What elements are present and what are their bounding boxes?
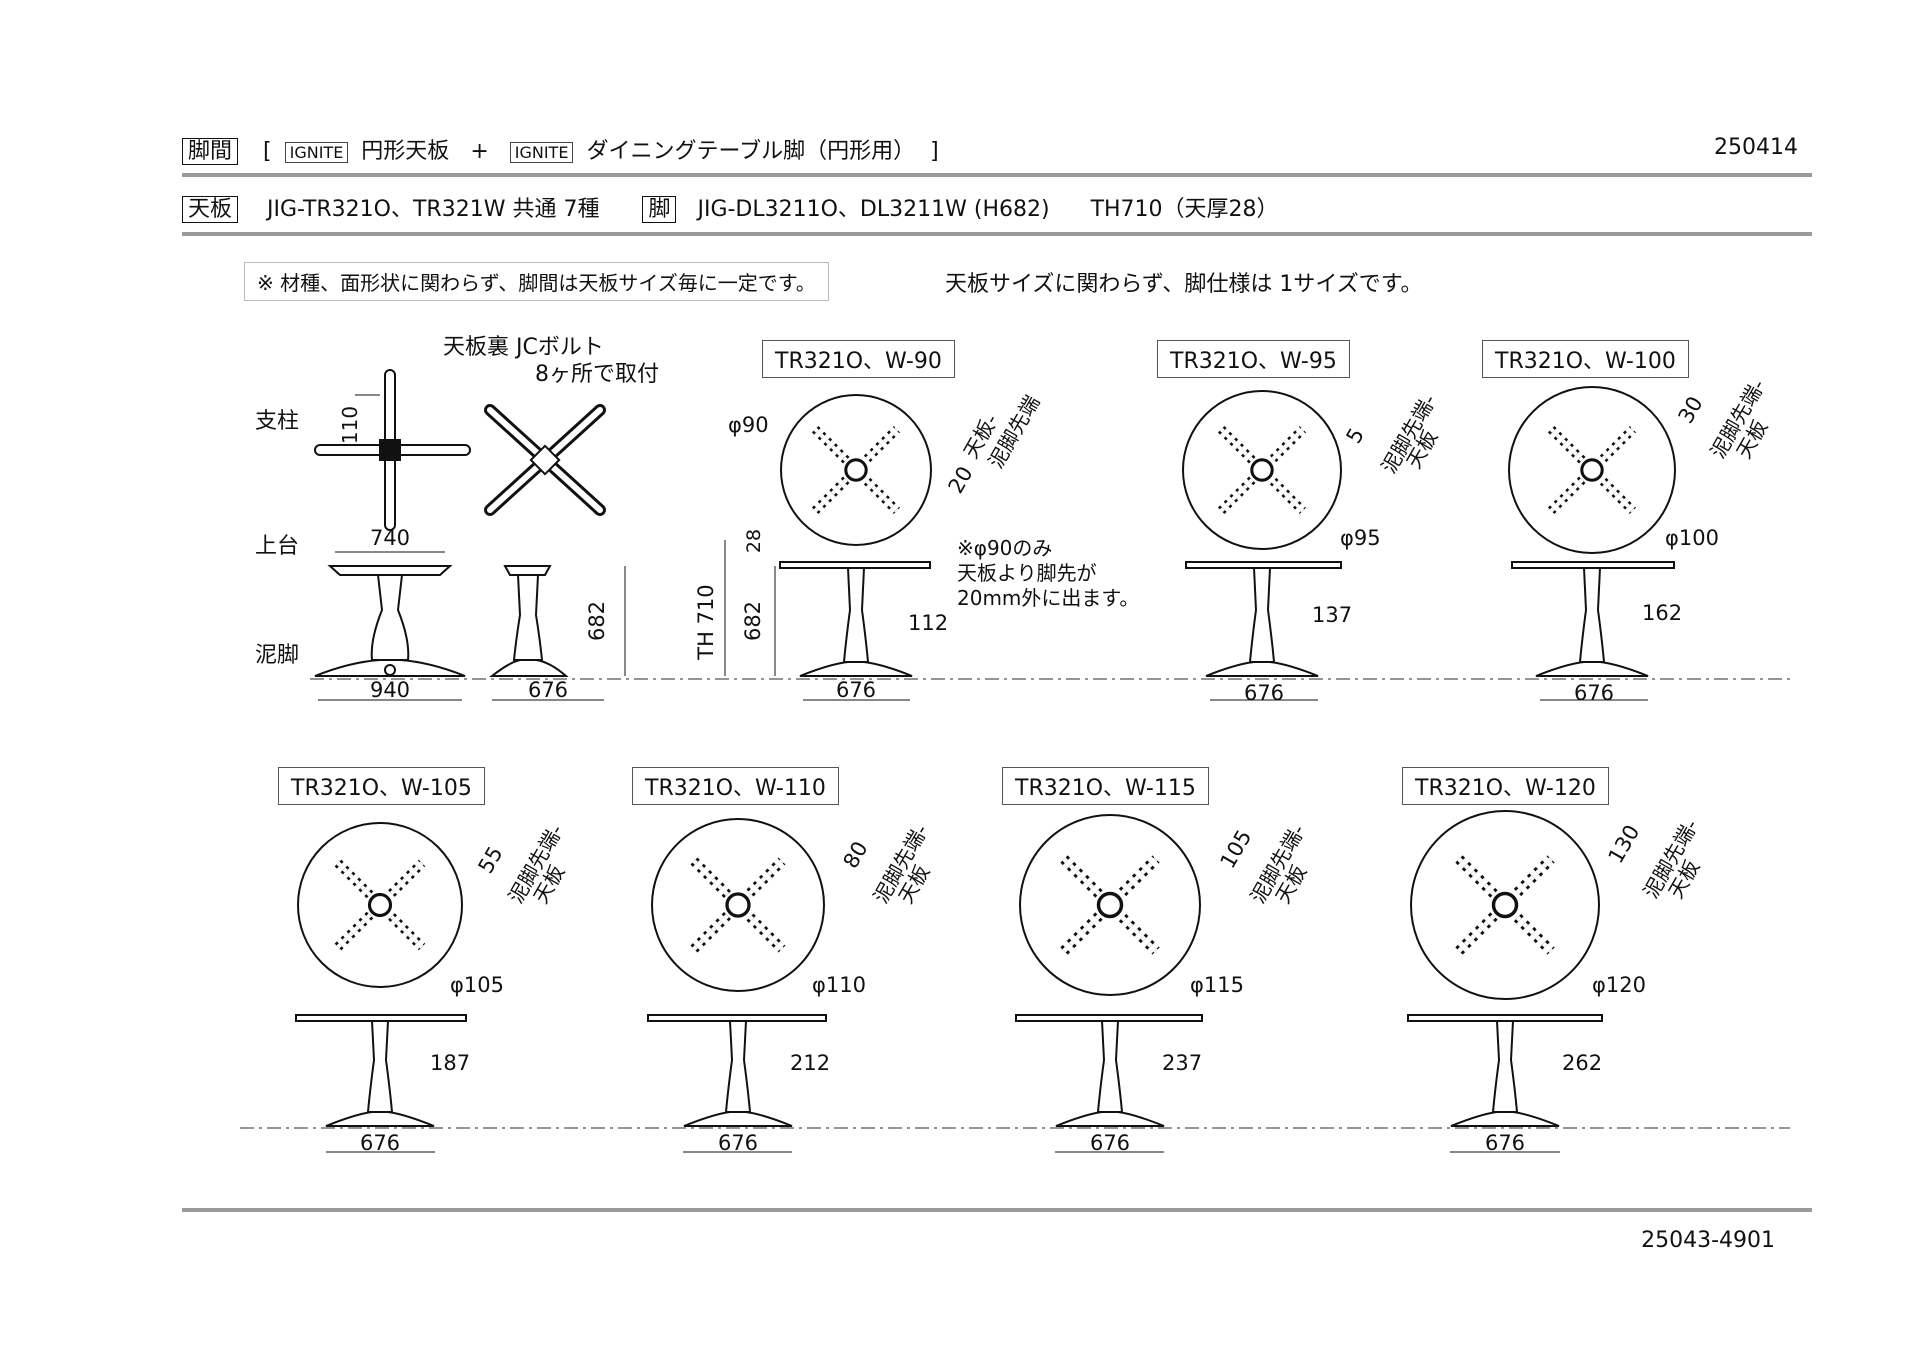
top-item: 円形天板 — [361, 139, 450, 164]
model-label-w110: TR321O、W-110 — [632, 767, 839, 805]
header-line-2: 天板 JIG-TR321O、TR321W 共通 7種 脚 JIG-DL3211O… — [182, 191, 1279, 224]
table-plan-w95 — [1182, 390, 1342, 550]
base-dim-w110: 676 — [718, 1131, 758, 1155]
leg-gap-w115: 237 — [1162, 1051, 1202, 1075]
offset-w110: 80 — [839, 837, 873, 872]
upper-dim: 740 — [370, 526, 410, 550]
document-date-code: 250414 — [1714, 135, 1798, 160]
model-label-w100: TR321O、W-100 — [1482, 340, 1689, 378]
table-plan-w120 — [1410, 810, 1600, 1000]
model-label-w105: TR321O、W-105 — [278, 767, 485, 805]
table-plan-w90 — [780, 394, 932, 546]
offset-w100: 30 — [1674, 392, 1708, 427]
bolt-note-1: 天板裏 JCボルト — [443, 335, 604, 360]
leg-spec: JIG-DL3211O、DL3211W (H682) — [697, 197, 1050, 222]
header-rule — [182, 232, 1812, 236]
phi90-note-line: 20mm外に出ます。 — [957, 586, 1140, 610]
base-dim-w115: 676 — [1090, 1131, 1130, 1155]
diameter-w110: φ110 — [812, 973, 866, 997]
table-side-w105 — [295, 1014, 467, 1127]
table-plan-w100 — [1508, 386, 1676, 554]
diameter-w105: φ105 — [450, 973, 504, 997]
leg-size-note: 天板サイズに関わらず、脚仕様は 1サイズです。 — [945, 272, 1423, 297]
offset-w105: 55 — [474, 842, 508, 877]
spacing-note: ※ 材種、面形状に関わらず、脚間は天板サイズ毎に一定です。 — [244, 262, 829, 301]
table-side-w120 — [1407, 1014, 1603, 1127]
header-line-1: 脚間 [ IGNITE 円形天板 + IGNITE ダイニングテーブル脚（円形用… — [182, 133, 939, 166]
phi90-note: ※φ90のみ 天板より脚先が 20mm外に出ます。 — [957, 536, 1139, 611]
brand-badge: IGNITE — [284, 142, 349, 163]
base-dim-w90: 676 — [836, 678, 876, 702]
part-foot-label: 泥脚 — [255, 643, 300, 668]
bracket-open: [ — [263, 139, 272, 164]
leg-gap-w95: 137 — [1312, 603, 1352, 627]
leg-item: ダイニングテーブル脚（円形用） — [586, 139, 916, 164]
part-upper-label: 上台 — [255, 534, 300, 559]
diameter-w90: φ90 — [728, 413, 769, 437]
table-plan-w110 — [651, 818, 825, 992]
base-dim-w105: 676 — [360, 1131, 400, 1155]
leg-spacing-tag: 脚間 — [182, 138, 239, 165]
offset-w90: 20 — [944, 462, 978, 497]
th-top-thickness-dim: 28 — [743, 529, 765, 553]
side-dim: 676 — [528, 678, 568, 702]
foot-dim: 940 — [370, 678, 410, 702]
model-label-w115: TR321O、W-115 — [1002, 767, 1209, 805]
brand-badge: IGNITE — [509, 142, 574, 163]
table-side-w110 — [647, 1014, 827, 1127]
bracket-close: ] — [930, 139, 939, 164]
table-side-w95 — [1185, 561, 1342, 677]
table-plan-w115 — [1019, 814, 1201, 996]
offset-w95: 5 — [1342, 424, 1369, 448]
bolt-note-2: 8ヶ所で取付 — [535, 362, 659, 387]
plus-sign: + — [470, 139, 489, 164]
base-dim-w120: 676 — [1485, 1131, 1525, 1155]
diameter-w115: φ115 — [1190, 973, 1244, 997]
leg-gap-w105: 187 — [430, 1051, 470, 1075]
model-label-w120: TR321O、W-120 — [1402, 767, 1609, 805]
top-spec: JIG-TR321O、TR321W 共通 7種 — [267, 197, 600, 222]
diameter-w95: φ95 — [1340, 526, 1381, 550]
diameter-w120: φ120 — [1592, 973, 1646, 997]
th-leg-dim: 682 — [741, 601, 765, 641]
table-side-w100 — [1511, 561, 1675, 677]
part-post-label: 支柱 — [255, 409, 300, 434]
post-plan-view — [314, 369, 471, 531]
total-height-spec: TH710（天厚28） — [1090, 197, 1279, 222]
model-label-w90: TR321O、W-90 — [762, 340, 955, 378]
model-label-w95: TR321O、W-95 — [1157, 340, 1350, 378]
offset-w115: 105 — [1216, 826, 1257, 873]
table-side-w90 — [779, 561, 931, 677]
leg-tag: 脚 — [642, 196, 677, 223]
base-dim-w100: 676 — [1574, 681, 1614, 705]
upper-side-view — [314, 565, 569, 677]
diameter-w100: φ100 — [1665, 526, 1719, 550]
phi90-note-line: ※φ90のみ — [957, 536, 1053, 560]
top-tag: 天板 — [182, 196, 239, 223]
leg-gap-w120: 262 — [1562, 1051, 1602, 1075]
phi90-note-line: 天板より脚先が — [957, 561, 1097, 585]
post-dim: 110 — [338, 406, 362, 444]
offset-w120: 130 — [1604, 821, 1645, 868]
table-plan-w105 — [297, 822, 463, 988]
th-total-dim: TH 710 — [694, 584, 718, 660]
height-dim: 682 — [585, 601, 609, 641]
footer-code: 25043-4901 — [1641, 1228, 1775, 1253]
base-dim-w95: 676 — [1244, 681, 1284, 705]
upper-plan-view — [484, 404, 606, 516]
footer-rule — [182, 1208, 1812, 1212]
leg-gap-w100: 162 — [1642, 601, 1682, 625]
header-rule — [182, 173, 1812, 177]
leg-gap-w110: 212 — [790, 1051, 830, 1075]
leg-gap-w90: 112 — [908, 611, 948, 635]
table-side-w115 — [1015, 1014, 1203, 1127]
